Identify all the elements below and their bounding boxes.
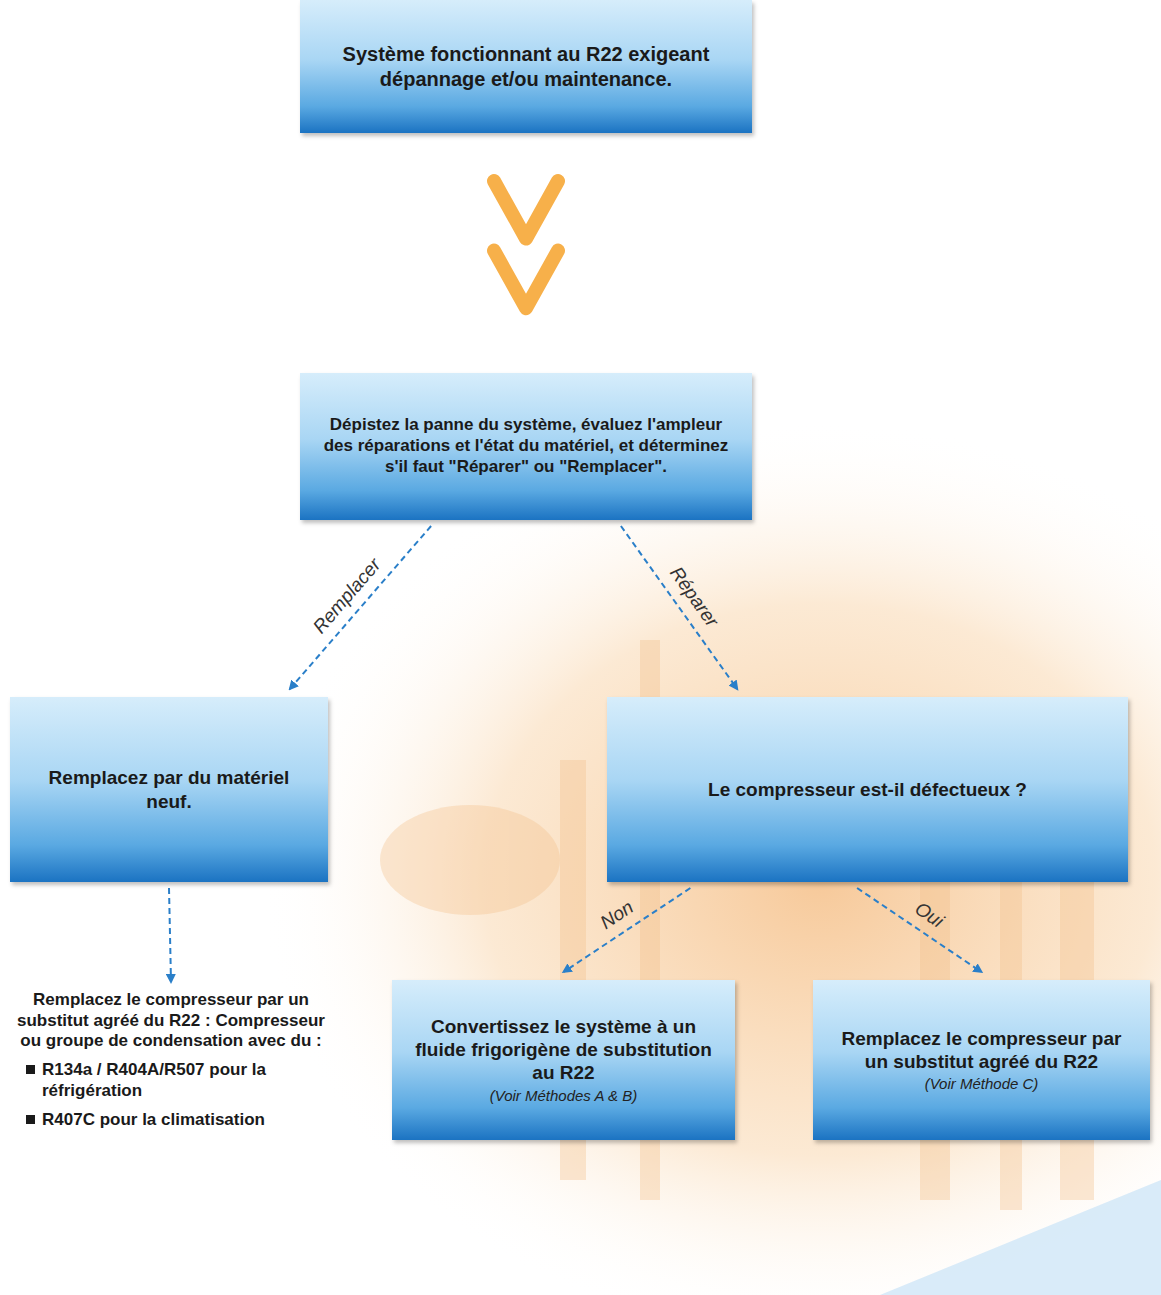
bullet-item: R134a / R404A/R507 pour la réfrigération	[10, 1060, 332, 1101]
process-box: Remplacez par du matériel neuf.	[10, 697, 328, 882]
decision-box: Le compresseur est-il défectueux ?	[607, 697, 1128, 882]
bullet-text: R407C pour la climatisation	[42, 1110, 265, 1131]
result-box: Remplacez le compresseur par un substitu…	[813, 980, 1150, 1140]
text-holder: Dépistez la panne du système, évaluez l'…	[300, 405, 752, 487]
box-text: Le compresseur est-il défectueux ?	[623, 778, 1112, 801]
box-text: Convertissez le système à un fluide frig…	[408, 1015, 719, 1085]
box-text: Remplacez le compresseur par un substitu…	[829, 1027, 1134, 1073]
box-text: Système fonctionnant au R22 exigeant dép…	[316, 42, 736, 91]
process-box: Dépistez la panne du système, évaluez l'…	[300, 373, 752, 520]
chevron-arrow	[494, 181, 558, 308]
result-text: Remplacez le compresseur par un substitu…	[6, 990, 336, 1130]
result-box: Convertissez le système à un fluide frig…	[392, 980, 735, 1140]
box-text: Remplacez le compresseur par un substitu…	[10, 990, 332, 1052]
box-note: (Voir Méthode C)	[829, 1075, 1134, 1093]
start-box: Système fonctionnant au R22 exigeant dép…	[300, 0, 752, 133]
bullet-square	[26, 1115, 35, 1124]
dashed-arrow	[564, 888, 691, 972]
box-note: (Voir Méthodes A & B)	[408, 1087, 719, 1105]
text-holder: Remplacez le compresseur par un substitu…	[813, 1017, 1150, 1104]
dashed-arrow	[169, 888, 171, 982]
bullet-text: R134a / R404A/R507 pour la réfrigération	[42, 1060, 332, 1101]
bullet-square	[26, 1065, 35, 1074]
dashed-arrow	[290, 526, 431, 689]
text-holder: Remplacez par du matériel neuf.	[10, 756, 328, 822]
text-holder: Remplacez le compresseur par un substitu…	[6, 990, 336, 1130]
text-holder: Système fonctionnant au R22 exigeant dép…	[300, 32, 752, 101]
bullet-item: R407C pour la climatisation	[10, 1110, 332, 1131]
box-text: Dépistez la panne du système, évaluez l'…	[316, 415, 736, 477]
box-text: Remplacez par du matériel neuf.	[26, 766, 312, 812]
dashed-arrow	[621, 526, 737, 689]
text-holder: Convertissez le système à un fluide frig…	[392, 1005, 735, 1115]
text-holder: Le compresseur est-il défectueux ?	[607, 768, 1128, 811]
dashed-arrow	[857, 888, 981, 972]
